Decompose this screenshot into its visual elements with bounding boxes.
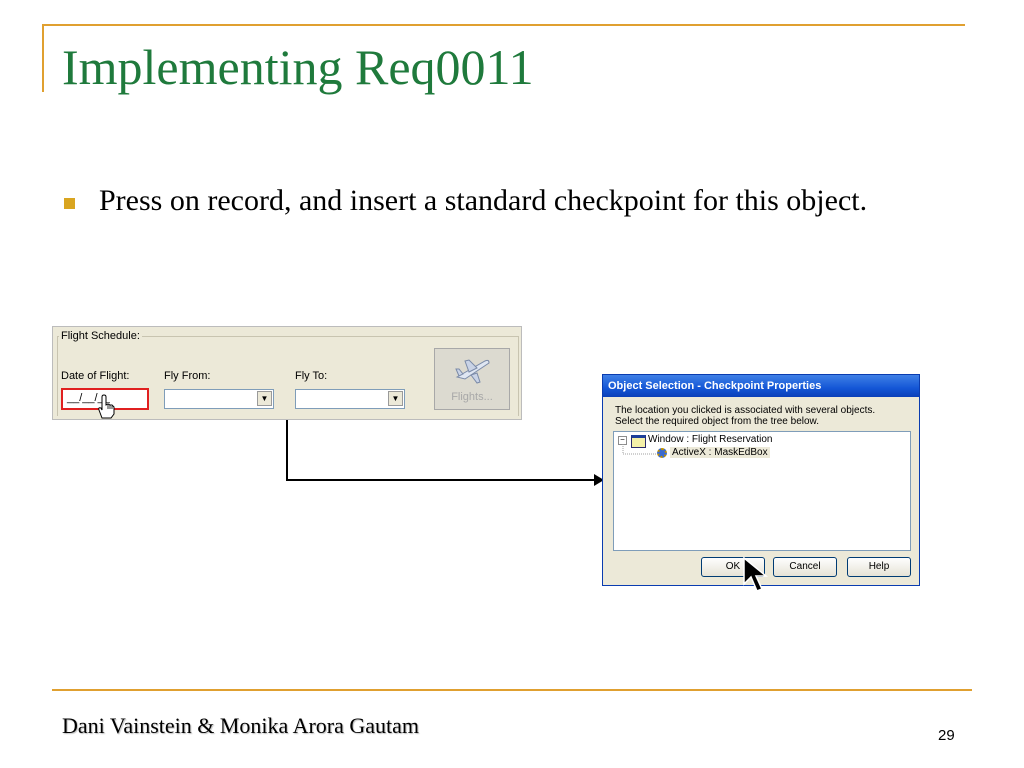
dialog-title: Object Selection - Checkpoint Properties — [603, 375, 919, 397]
footer-author: Dani Vainstein & Monika Arora Gautam — [62, 713, 420, 738]
page-number: 29 — [938, 727, 955, 744]
window-icon — [631, 435, 646, 448]
flight-schedule-panel: Flight Schedule: Date of Flight: __/__/_… — [52, 326, 522, 420]
flights-button[interactable]: Flights... — [434, 348, 510, 410]
cancel-button[interactable]: Cancel — [773, 557, 837, 577]
airplane-icon — [455, 359, 490, 384]
date-of-flight-label: Date of Flight: — [61, 370, 130, 382]
dialog-message-line1: The location you clicked is associated w… — [615, 405, 876, 416]
fly-from-label: Fly From: — [164, 370, 211, 382]
object-selection-dialog: Object Selection - Checkpoint Properties… — [602, 374, 920, 586]
flights-button-label: Flights... — [451, 391, 493, 403]
fly-to-combo[interactable]: ▼ — [295, 389, 405, 409]
fly-to-label: Fly To: — [295, 370, 328, 382]
tree-item-maskedbox[interactable]: ActiveX : MaskEdBox — [670, 447, 770, 458]
tree-item-window[interactable]: Window : Flight Reservation — [648, 434, 773, 445]
left-rule — [42, 24, 44, 92]
fly-from-combo[interactable]: ▼ — [164, 389, 274, 409]
tree-connector-line — [622, 444, 656, 455]
bottom-rule — [52, 689, 972, 691]
chevron-down-icon[interactable]: ▼ — [257, 391, 272, 406]
slide-title: Implementing Req0011 — [62, 39, 534, 95]
dialog-message-line2: Select the required object from the tree… — [615, 416, 820, 427]
connector-line-horizontal — [286, 479, 596, 481]
group-label: Flight Schedule: — [59, 330, 142, 342]
group-box-border — [57, 336, 519, 416]
help-button[interactable]: Help — [847, 557, 911, 577]
top-rule — [42, 24, 965, 26]
chevron-down-icon[interactable]: ▼ — [388, 391, 403, 406]
bullet-text: Press on record, and insert a standard c… — [99, 184, 868, 217]
bullet-marker — [64, 198, 75, 209]
dialog-message: The location you clicked is associated w… — [615, 405, 875, 427]
object-tree[interactable]: − Window : Flight Reservation ActiveX : … — [613, 431, 911, 551]
connector-line-vertical — [286, 420, 288, 481]
date-value: __/__/__ — [67, 392, 110, 404]
arrow-cursor-icon — [743, 556, 769, 592]
connector-arrowhead — [594, 474, 604, 486]
activex-gear-icon — [657, 448, 667, 458]
hand-cursor-icon — [98, 394, 115, 419]
